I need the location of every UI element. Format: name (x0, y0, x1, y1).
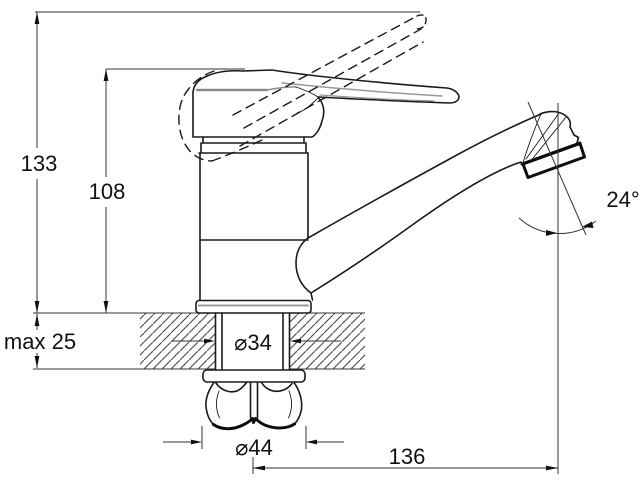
lever-highlight-bottom (319, 94, 435, 102)
arrowhead-108-bottom (103, 301, 109, 313)
arrowhead-136-left (253, 465, 265, 471)
raised-cap-outline (178, 70, 215, 162)
arrowhead-max25-bottom (34, 356, 40, 368)
label-spout-reach: 136 (389, 444, 426, 469)
label-hole-diameter: ⌀34 (234, 330, 272, 355)
spout-bottom-edge (310, 161, 522, 294)
dimension-deck-thickness: max 25 (4, 314, 76, 368)
raised-lever-mid-edge (243, 28, 422, 129)
wing-left-inner-contour (215, 390, 220, 419)
cap-seam-curve (266, 86, 297, 91)
arrowhead-34-left (204, 338, 215, 344)
dimension-spout-reach: 136 (252, 103, 559, 474)
label-height-to-spout: 108 (89, 179, 126, 204)
arrowhead-angle-left (546, 230, 557, 236)
nut-center-stem (249, 382, 259, 419)
faucet-body (192, 69, 460, 370)
arrowhead-max25-top (34, 314, 40, 326)
base-flange (195, 299, 312, 314)
neck-flare (198, 136, 309, 154)
angle-reference-line (527, 101, 587, 236)
dimension-total-height: 133 (21, 11, 420, 313)
spout-end-cap (539, 110, 580, 144)
wing-right-inner-contour (288, 390, 293, 419)
spout-top-edge (307, 113, 542, 239)
arrowhead-44-right (306, 439, 317, 445)
raised-lever-bottom-edge (239, 41, 424, 147)
arrowhead-133-bottom (34, 301, 40, 313)
body-right-lower (310, 292, 314, 301)
arrowhead-34-right (290, 338, 301, 344)
dimension-nut-diameter: ⌀44 (163, 426, 344, 460)
mounting-shank (214, 312, 291, 370)
lever-root-contour (295, 86, 319, 98)
wing-bottom-edge (212, 417, 296, 431)
handle-cap-and-lever-outline (192, 69, 460, 138)
aerator-nozzle (521, 142, 586, 179)
spout (295, 113, 542, 294)
raised-cap-bottom-edge (211, 139, 263, 162)
label-nut-diameter: ⌀44 (235, 435, 273, 460)
wing-right-scallop (260, 381, 293, 393)
mounting-washer (202, 369, 306, 383)
wing-left-scallop (215, 381, 248, 393)
label-aerator-angle: 24° (606, 187, 639, 212)
end-face-left-contour (522, 113, 542, 164)
wing-left-side (205, 381, 215, 426)
aerator (520, 110, 586, 179)
dimension-height-to-spout: 108 (89, 68, 245, 313)
mounting-nut (202, 369, 306, 431)
raised-lever-tip-knob (413, 14, 427, 30)
arrowhead-133-top (34, 12, 40, 24)
label-total-height: 133 (21, 151, 58, 176)
lever-highlight-top (281, 82, 443, 97)
raised-lever-top-edge (232, 15, 418, 116)
arrowhead-108-top (103, 69, 109, 81)
wing-right-side (293, 381, 303, 425)
arrowhead-angle-right (582, 221, 594, 228)
end-face-diagonal-2 (529, 116, 567, 163)
dimension-hole-diameter: ⌀34 (172, 330, 341, 355)
spout-root-curve (295, 237, 312, 294)
label-deck-thickness: max 25 (4, 329, 76, 354)
lever-handle-raised-dashed (178, 14, 427, 162)
ext-lines-44 (201, 426, 307, 449)
cap-right-contour (296, 97, 319, 114)
dimension-aerator-angle: 24° (518, 101, 640, 236)
arrowhead-136-right (546, 465, 558, 471)
arrowhead-44-left (191, 439, 202, 445)
